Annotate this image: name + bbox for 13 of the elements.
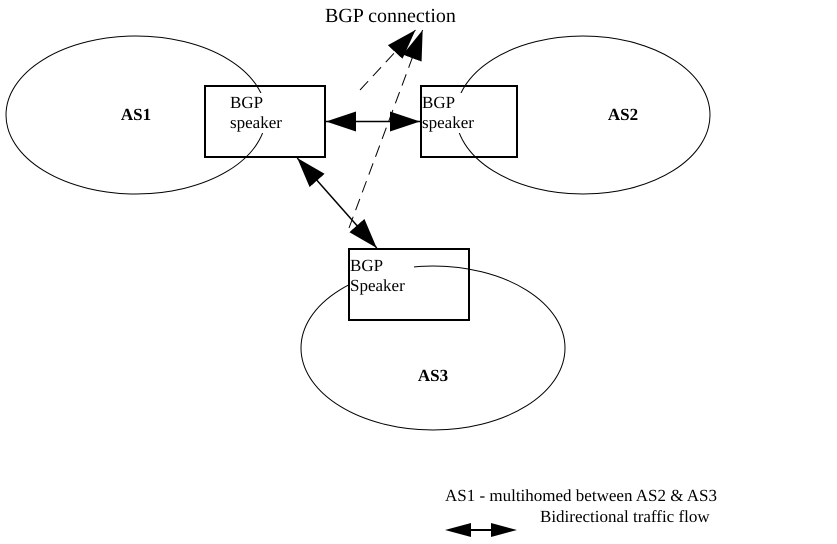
speaker-box [204,85,326,158]
as-label: AS3 [418,366,448,386]
as-label: AS2 [608,105,638,125]
speaker-box [348,248,470,321]
speaker-box [420,85,518,158]
as-label: AS1 [120,105,152,125]
legend-text: Bidirectional traffic flow [540,507,710,527]
double-arrow [326,112,420,132]
connection-label: BGP connection [325,4,456,28]
leader-arrow [348,30,424,228]
double-arrow [296,158,378,248]
note-text: AS1 - multihomed between AS2 & AS3 [445,486,717,506]
leader-arrow [360,30,416,90]
